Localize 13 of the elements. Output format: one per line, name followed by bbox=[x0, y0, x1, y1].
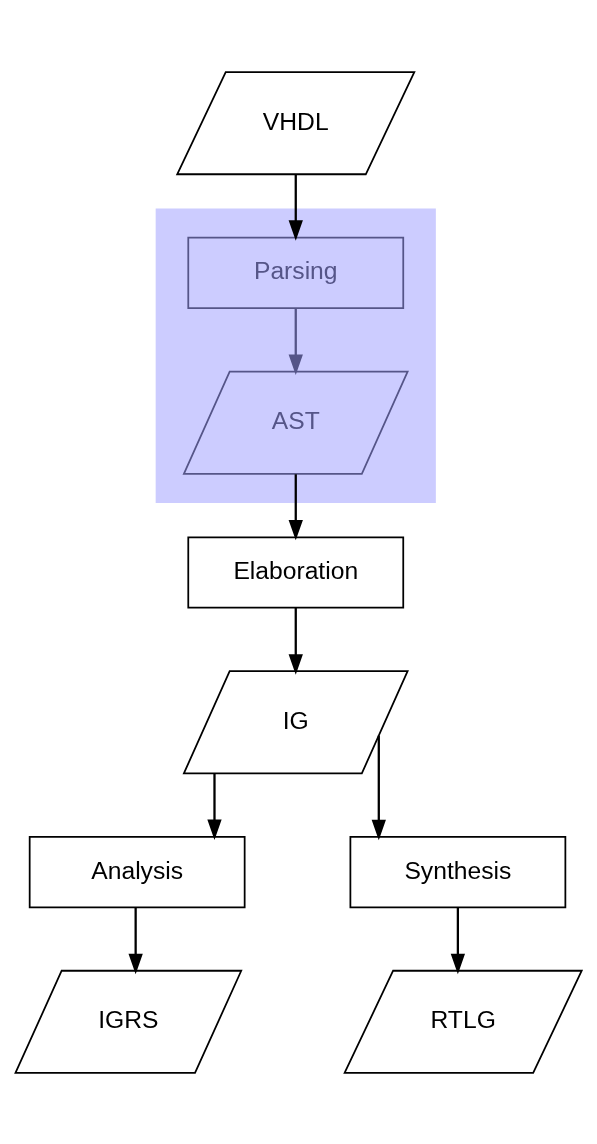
node-box: Analysis bbox=[28, 835, 246, 908]
cluster bbox=[155, 208, 436, 503]
node-box: Elaboration bbox=[187, 535, 405, 609]
arrow bbox=[288, 607, 303, 675]
arrow bbox=[450, 907, 466, 974]
arrow bbox=[128, 907, 143, 974]
arrow bbox=[288, 473, 303, 540]
arrow bbox=[371, 735, 386, 840]
node-box: Parsing bbox=[187, 236, 405, 309]
arrow bbox=[288, 307, 303, 375]
arrow bbox=[207, 773, 222, 840]
arrow bbox=[288, 174, 303, 241]
node-box: Synthesis bbox=[349, 835, 567, 908]
